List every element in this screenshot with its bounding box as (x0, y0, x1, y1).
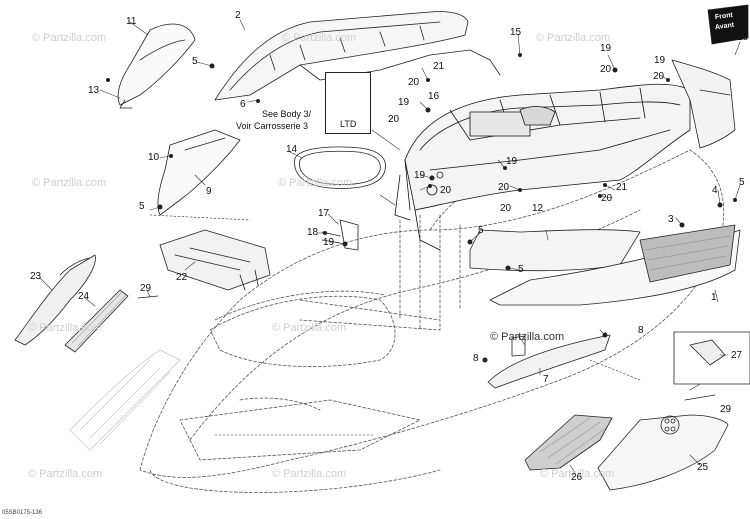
part-label: 22 (176, 272, 188, 283)
see-body-callout (325, 72, 371, 134)
part-label: 20 (498, 182, 510, 193)
part-label: 29 (720, 404, 732, 415)
part-label: 17 (318, 208, 330, 219)
part-7-panel (487, 334, 611, 389)
watermark: © Partzilla.com (32, 32, 107, 44)
part-label: 20 (653, 71, 665, 82)
part-label: 28 (737, 32, 749, 43)
part-label: 1 (711, 292, 717, 303)
part-label: 18 (307, 227, 319, 238)
part-25-panel (597, 414, 729, 491)
part-label: 12 (532, 203, 544, 214)
part-label: 20 (601, 193, 613, 204)
part-label: 20 (440, 185, 452, 196)
deck-frame (394, 83, 691, 251)
watermark: © Partzilla.com (540, 468, 615, 480)
part-28-trim (671, 59, 736, 149)
part-label: 19 (398, 97, 410, 108)
part-29-rod (137, 295, 159, 299)
part-label: 5 (739, 177, 745, 188)
part-label: 6 (240, 99, 246, 110)
part-label: 26 (571, 472, 583, 483)
part-29-rod-b (684, 394, 716, 401)
part-26-mat (524, 414, 613, 471)
part-label: 19 (414, 170, 426, 181)
part-label: 16 (428, 91, 440, 102)
part-label: 27 (731, 350, 743, 361)
part-22-plate (159, 229, 271, 291)
leader-lines (39, 19, 741, 474)
watermark: © Partzilla.com (28, 322, 103, 334)
part-label: 7 (543, 374, 549, 385)
part-23-panel (14, 254, 96, 346)
part-label: 10 (148, 152, 160, 163)
part-label: 25 (697, 462, 709, 473)
part-label: 24 (78, 291, 90, 302)
part-label: 23 (30, 271, 42, 282)
part-label: 29 (140, 283, 152, 294)
part-label: 5 (192, 56, 198, 67)
part-label: 20 (388, 114, 400, 125)
part-9-panel (157, 129, 241, 216)
front-sign-shape (707, 4, 749, 45)
part-label: 8 (473, 353, 479, 364)
part-label: 5 (478, 225, 484, 236)
watermark: © Partzilla.com (32, 177, 107, 189)
part-label: 21 (433, 61, 445, 72)
part-12-panel (469, 229, 641, 272)
watermark: © Partzilla.com (536, 32, 611, 44)
part-24-strip (64, 289, 129, 353)
part-label: 13 (88, 85, 100, 96)
part-label: 19 (506, 156, 518, 167)
part-label: 15 (510, 27, 522, 38)
part-label: 8 (638, 325, 644, 336)
part-8-bracket (511, 335, 526, 357)
hull-hatch (69, 349, 181, 451)
hardware (106, 53, 737, 363)
part-label: 3 (668, 214, 674, 225)
see-body-text-1: See Body 3/ (262, 109, 312, 119)
part-14-gasket (294, 146, 386, 189)
part-1-panel (489, 224, 741, 306)
part-label: 14 (286, 144, 298, 155)
figure-code: 05SB0175-136 (2, 510, 43, 516)
part-label: 20 (408, 77, 420, 88)
part-label: 21 (616, 182, 628, 193)
part-label: 9 (206, 186, 212, 197)
part-2-trim (214, 11, 501, 101)
part-label: 5 (518, 264, 524, 275)
ltd-label: LTD (340, 119, 357, 129)
part-label: 11 (126, 16, 137, 27)
part-label: 19 (654, 55, 666, 66)
part-label: 20 (500, 203, 512, 214)
part-label: 20 (600, 64, 612, 75)
watermark-center: © Partzilla.com (490, 331, 565, 343)
watermark: © Partzilla.com (272, 322, 347, 334)
part-label: 5 (139, 201, 145, 212)
watermark: © Partzilla.com (272, 468, 347, 480)
watermark: © Partzilla.com (278, 177, 353, 189)
part-label: 2 (235, 10, 241, 21)
part-label: 4 (712, 185, 718, 196)
part-label: 19 (600, 43, 612, 54)
watermark: © Partzilla.com (28, 468, 103, 480)
see-body-text-2: Voir Carrosserie 3 (236, 121, 309, 131)
part-11-panel (117, 23, 196, 109)
watermark: © Partzilla.com (282, 32, 357, 44)
part-label: 19 (323, 237, 335, 248)
